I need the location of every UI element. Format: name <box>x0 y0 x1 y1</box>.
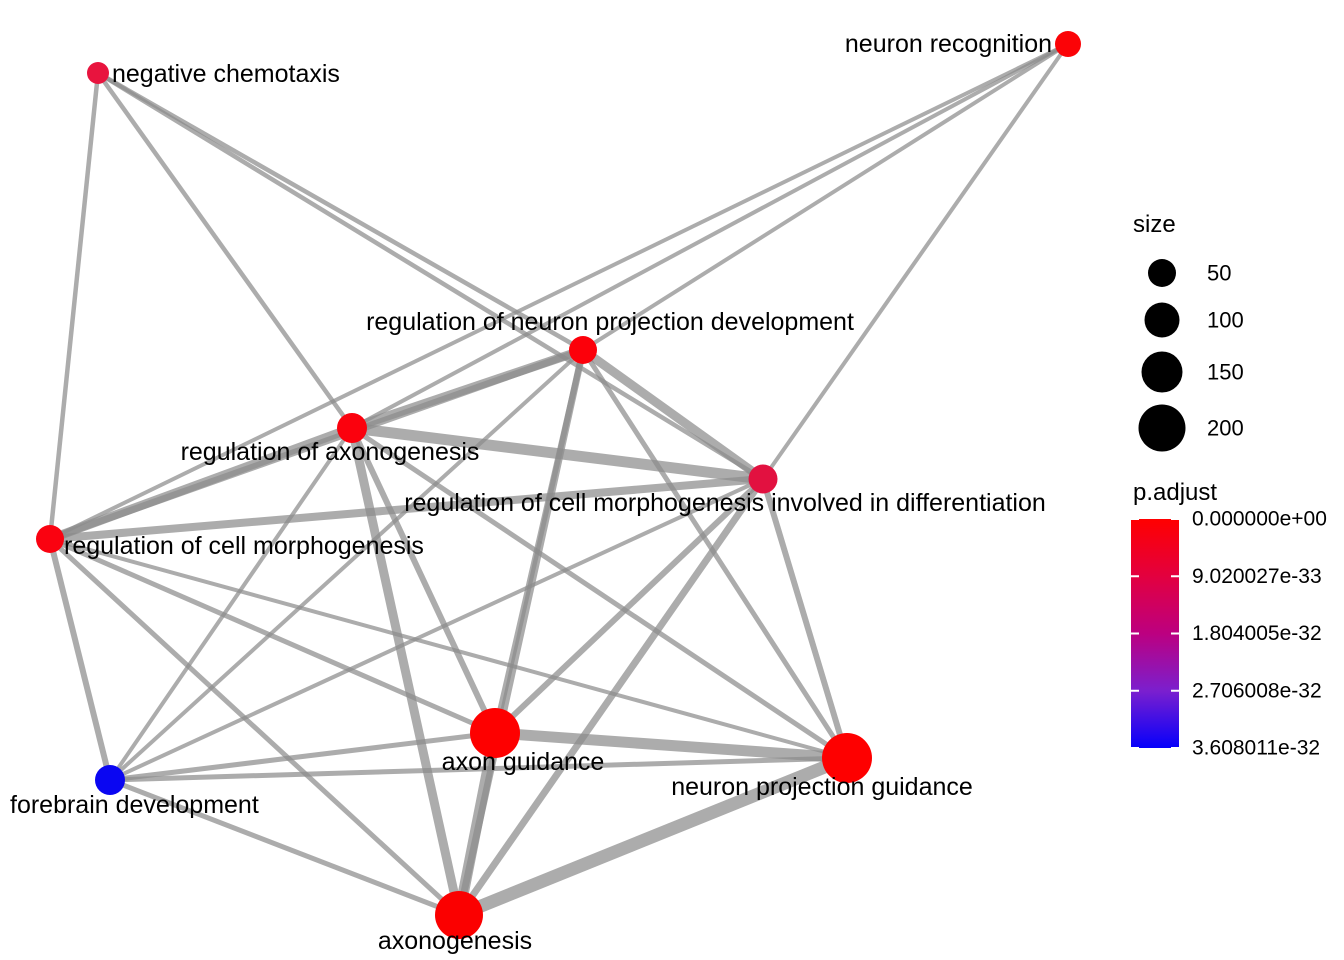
node-label-reg_cell_morph_diff: regulation of cell morphogenesis involve… <box>404 489 1046 517</box>
node-labels-layer: negative chemotaxis neuron recognition reg… <box>10 30 1052 955</box>
colorbar-label-2: 1.804005e-32 <box>1192 622 1322 645</box>
edge-reg_axonogenesis--forebrain_dev <box>108 426 354 782</box>
edge-reg_axonogenesis--neuron_proj_guidance <box>350 425 849 761</box>
edge-reg_axonogenesis--reg_cell_morph_diff <box>351 422 764 485</box>
colorbar-label-4: 3.608011e-32 <box>1192 737 1320 760</box>
edge-reg_cell_morph_diff--forebrain_dev <box>109 477 764 782</box>
edge-neuron_recognition--reg_axonogenesis <box>351 42 1069 430</box>
node-forebrain_dev <box>95 765 125 795</box>
edge-reg_cell_morph_diff--reg_cell_morph <box>49 475 764 543</box>
edge-reg_axonogenesis--axon_guidance <box>349 426 498 735</box>
node-label-neuron_recognition: neuron recognition <box>845 30 1052 58</box>
color-legend: p.adjust 0.000000e+00 9.020027e-33 1.80400… <box>1131 479 1327 760</box>
edge-forebrain_dev--axon_guidance <box>109 730 496 783</box>
size-legend: size 50 100 150 200 <box>1133 211 1244 452</box>
size-legend-swatch-100 <box>1144 302 1180 338</box>
size-legend-swatch-150 <box>1141 351 1183 393</box>
edges-layer <box>47 42 1070 922</box>
edge-reg_neuron_proj_dev--neuron_proj_guidance <box>580 348 850 760</box>
size-legend-swatch-200 <box>1138 404 1186 452</box>
node-axon_guidance <box>470 708 520 758</box>
edge-reg_axonogenesis--reg_cell_morph <box>48 423 354 544</box>
node-label-forebrain_dev: forebrain development <box>10 791 259 819</box>
edge-reg_cell_morph_diff--neuron_proj_guidance <box>760 478 850 759</box>
nodes-layer <box>36 31 1081 939</box>
size-legend-items: 50 100 150 200 <box>1138 259 1244 452</box>
size-legend-title: size <box>1133 211 1176 238</box>
colorbar-label-1: 9.020027e-33 <box>1192 565 1322 588</box>
size-legend-value-50: 50 <box>1207 261 1231 286</box>
size-legend-value-200: 200 <box>1207 416 1244 441</box>
edge-neuron_recognition--reg_cell_morph_diff <box>761 42 1070 481</box>
node-label-reg_cell_morph: regulation of cell morphogenesis <box>64 532 424 560</box>
edge-neuron_recognition--reg_neuron_proj_dev <box>581 42 1070 352</box>
edge-negative_chemotaxis--reg_axonogenesis <box>96 71 354 430</box>
node-neuron_recognition <box>1055 31 1081 57</box>
color-legend-tick-labels: 0.000000e+00 9.020027e-33 1.804005e-32 2.70… <box>1192 508 1327 760</box>
edge-reg_cell_morph--axon_guidance <box>49 536 496 736</box>
color-legend-title: p.adjust <box>1133 479 1217 506</box>
edge-neuron_recognition--reg_cell_morph <box>49 42 1069 541</box>
edge-reg_cell_morph_diff--axon_guidance <box>492 476 766 736</box>
size-legend-swatch-50 <box>1148 259 1176 287</box>
node-axonogenesis <box>435 891 483 939</box>
edge-forebrain_dev--axonogenesis <box>109 777 460 918</box>
edge-neuron_proj_guidance--axonogenesis <box>456 751 850 922</box>
size-legend-value-100: 100 <box>1207 308 1244 333</box>
edge-negative_chemotaxis--reg_cell_morph <box>47 72 101 540</box>
node-label-negative_chemotaxis: negative chemotaxis <box>112 60 340 88</box>
node-reg_cell_morph <box>36 525 64 553</box>
colorbar-label-0: 0.000000e+00 <box>1192 508 1327 531</box>
edge-reg_cell_morph--axonogenesis <box>48 537 461 917</box>
node-label-axon_guidance: axon guidance <box>442 748 605 776</box>
node-reg_neuron_proj_dev <box>569 336 597 364</box>
edge-negative_chemotaxis--reg_cell_morph_diff <box>96 71 765 481</box>
edge-reg_cell_morph_diff--axonogenesis <box>456 476 766 918</box>
node-negative_chemotaxis <box>87 62 109 84</box>
node-label-reg_neuron_proj_dev: regulation of neuron projection developm… <box>366 308 854 336</box>
node-reg_cell_morph_diff <box>748 464 778 494</box>
edge-axon_guidance--axonogenesis <box>453 731 501 917</box>
edge-negative_chemotaxis--reg_neuron_proj_dev <box>96 71 585 352</box>
edge-reg_neuron_proj_dev--reg_cell_morph_diff <box>580 346 766 483</box>
edge-reg_cell_morph--neuron_proj_guidance <box>49 537 848 760</box>
edge-reg_cell_morph--forebrain_dev <box>47 538 113 781</box>
color-legend-ticks <box>1131 518 1179 749</box>
colorbar-label-3: 2.706008e-32 <box>1192 679 1322 702</box>
node-label-reg_axonogenesis: regulation of axonogenesis <box>181 438 480 466</box>
edge-forebrain_dev--neuron_proj_guidance <box>109 755 848 783</box>
node-label-neuron_proj_guidance: neuron projection guidance <box>671 773 973 801</box>
edge-axon_guidance--neuron_proj_guidance <box>494 727 848 764</box>
node-neuron_proj_guidance <box>822 733 872 783</box>
edge-reg_neuron_proj_dev--forebrain_dev <box>108 348 585 782</box>
size-legend-value-150: 150 <box>1207 360 1244 385</box>
node-reg_axonogenesis <box>337 413 367 443</box>
node-label-axonogenesis: axonogenesis <box>378 927 532 955</box>
